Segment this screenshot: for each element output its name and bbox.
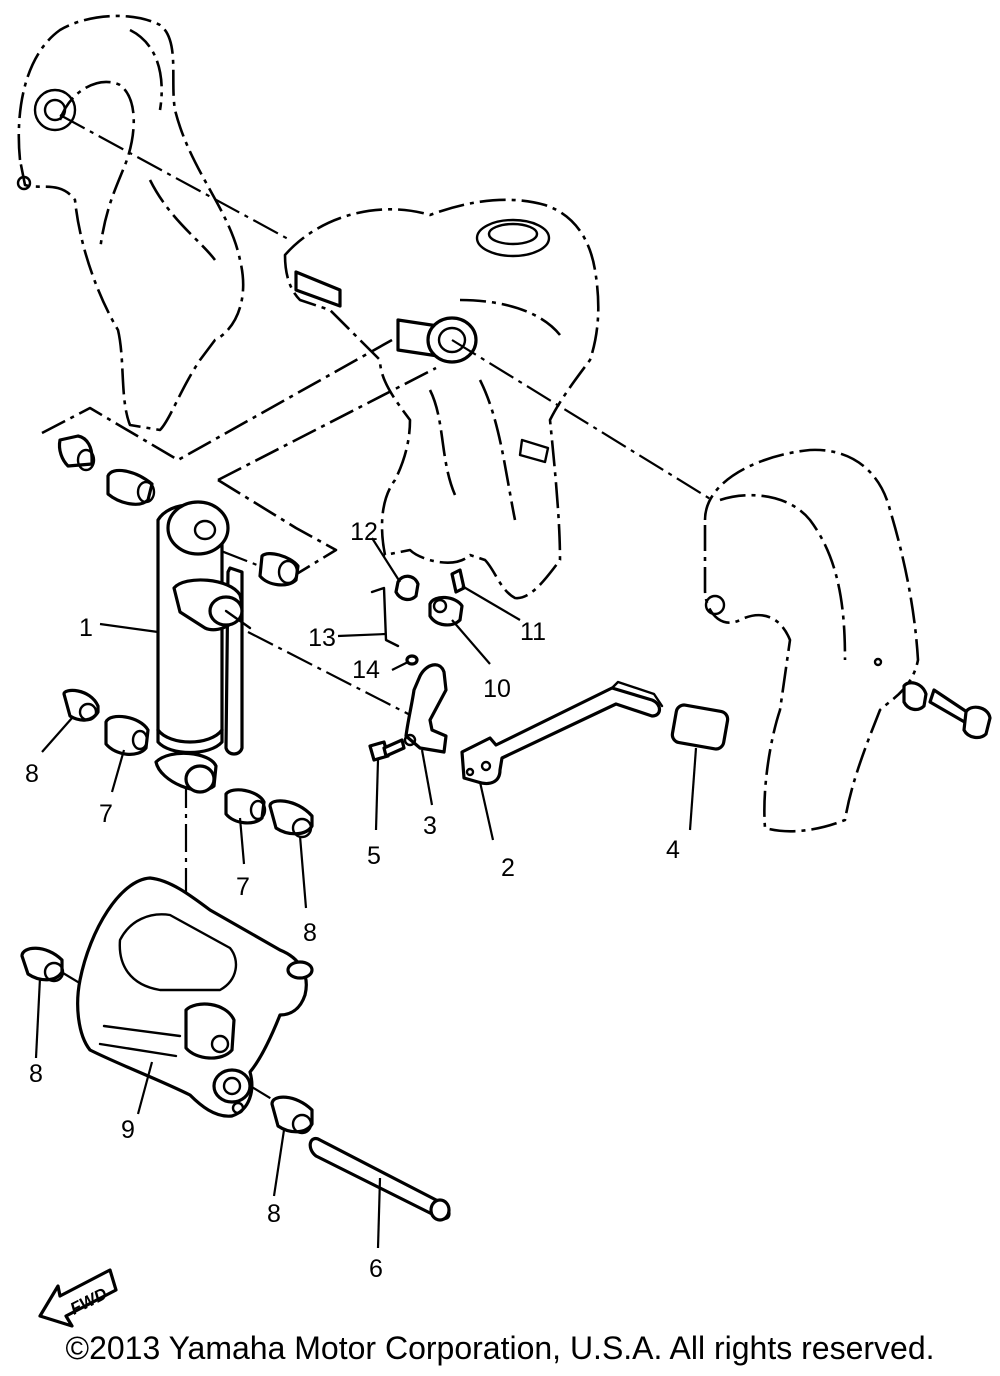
callout-11: 11 bbox=[520, 618, 546, 646]
lever-bracket bbox=[403, 663, 448, 754]
callout-6: 6 bbox=[369, 1255, 383, 1283]
callout-8-c: 8 bbox=[29, 1060, 43, 1088]
callout-5: 5 bbox=[367, 842, 381, 870]
pin-11 bbox=[450, 568, 466, 594]
callout-7-left: 7 bbox=[99, 800, 113, 828]
lever-knob-cap bbox=[670, 703, 730, 751]
nut-12 bbox=[394, 574, 420, 602]
tilt-cylinder bbox=[154, 500, 252, 794]
callout-2: 2 bbox=[501, 854, 515, 882]
assembly-plane-left bbox=[41, 338, 393, 462]
washer-14 bbox=[405, 654, 419, 666]
bushing-8-d bbox=[270, 1095, 314, 1135]
callout-10: 10 bbox=[483, 675, 511, 703]
callout-12: 12 bbox=[350, 518, 378, 546]
callout-9: 9 bbox=[121, 1116, 135, 1144]
swivel-bracket-phantom bbox=[283, 198, 600, 600]
bushing-8-a bbox=[62, 688, 100, 722]
bolt-right bbox=[902, 681, 992, 740]
manual-valve-lever bbox=[460, 680, 664, 786]
upper-collar-left bbox=[106, 468, 156, 506]
collar-10 bbox=[428, 595, 464, 627]
bushing-8-b bbox=[268, 799, 314, 839]
callout-1: 1 bbox=[79, 614, 93, 642]
rod-13 bbox=[370, 586, 400, 648]
upper-bushing-left bbox=[57, 434, 96, 472]
callout-leaders bbox=[34, 537, 698, 1249]
callout-numbers: 1 2 3 4 5 6 7 7 8 8 8 8 9 10 11 12 13 14 bbox=[25, 518, 680, 1283]
fwd-arrow-icon: FWD bbox=[38, 1268, 118, 1328]
collar-7-left bbox=[104, 714, 150, 756]
callout-8-d: 8 bbox=[267, 1200, 281, 1228]
callout-13: 13 bbox=[308, 624, 336, 652]
callout-8-a: 8 bbox=[25, 760, 39, 788]
callout-3: 3 bbox=[423, 812, 437, 840]
bushing-8-c bbox=[20, 946, 65, 983]
callout-14: 14 bbox=[352, 656, 380, 684]
callout-8-b: 8 bbox=[303, 919, 317, 947]
clamp-bracket-left-phantom bbox=[16, 14, 245, 432]
collar-7-right bbox=[224, 788, 267, 825]
upper-bushing-right bbox=[258, 552, 300, 587]
assembly-plane-right bbox=[217, 366, 437, 580]
clamp-bracket-right-phantom bbox=[703, 448, 920, 833]
screw bbox=[368, 738, 406, 762]
callout-7-right: 7 bbox=[236, 873, 250, 901]
copyright-notice: ©2013 Yamaha Motor Corporation, U.S.A. A… bbox=[65, 1330, 935, 1366]
lower-mount-bracket bbox=[76, 876, 314, 1118]
callout-4: 4 bbox=[666, 836, 680, 864]
